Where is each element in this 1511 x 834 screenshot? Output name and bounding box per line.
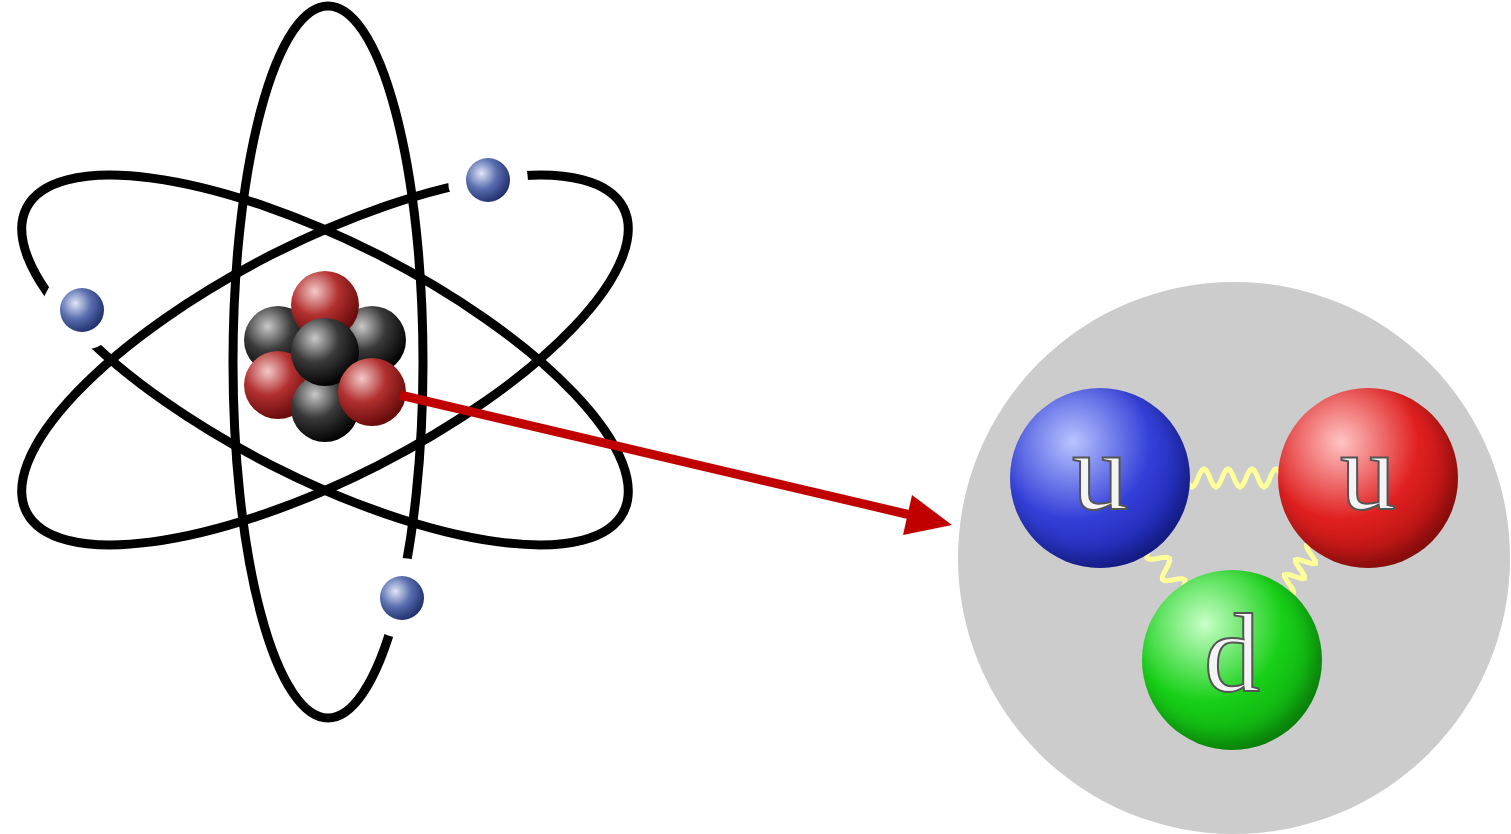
orbit [0,103,677,617]
quark-label: u [1072,415,1128,541]
proton-disc [958,282,1510,834]
orbit-gap [362,558,442,638]
zoom-arrow-shaft [400,395,915,516]
gluon-line [1186,469,1282,487]
proton [338,358,406,426]
gluon-line [1284,545,1317,594]
quark-label: u [1340,415,1396,541]
up-quark: u [1278,388,1458,568]
orbit [233,6,423,718]
gluon-wave [1186,469,1282,487]
orbit [0,103,677,617]
orbit-gap [42,270,122,350]
gluon-wave [1284,545,1317,594]
gluon-wave [1147,548,1185,591]
electron [380,576,424,620]
orbits [0,6,677,718]
orbit-gaps [42,140,528,638]
electron [466,158,510,202]
up-quark: u [1010,388,1190,568]
quark-label: d [1204,597,1260,723]
gluon-line [1147,548,1185,591]
electron [60,288,104,332]
nucleus [244,271,406,442]
down-quark: d [1142,570,1322,750]
zoom-arrow-head [903,495,952,535]
orbit-gap [448,140,528,220]
